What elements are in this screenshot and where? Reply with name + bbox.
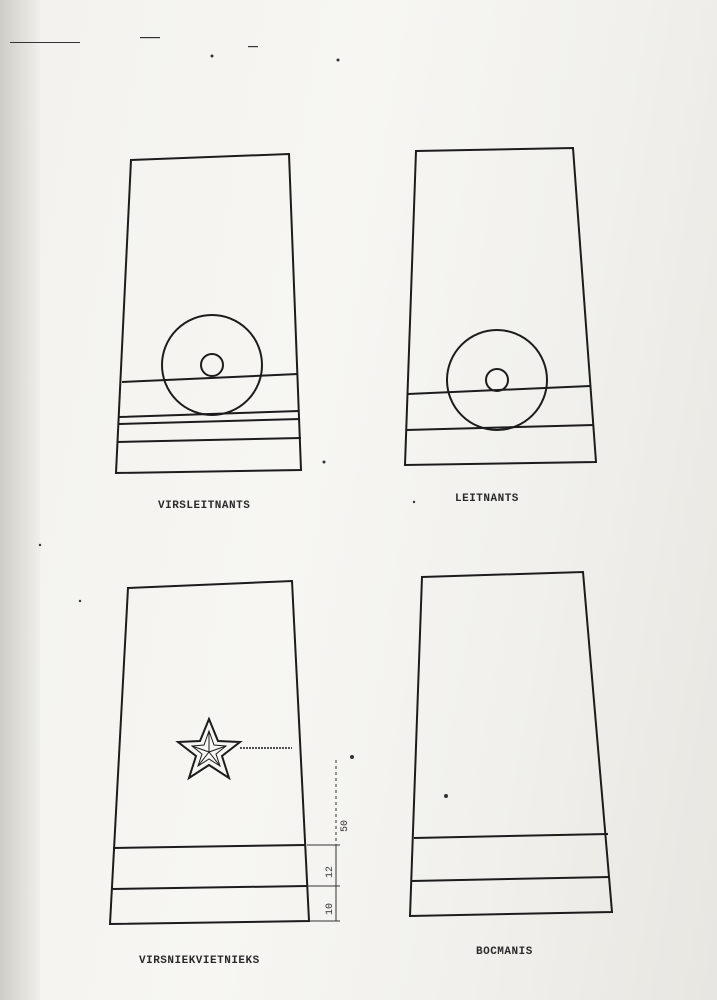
- caption-bocmanis: BOCMANIS: [476, 946, 533, 958]
- dimension-12: 12: [325, 865, 336, 878]
- star-icon: [175, 716, 243, 781]
- dimension-50: 50: [340, 819, 351, 832]
- paper-specks: [10, 37, 448, 798]
- shoulder-board-virsleitnants: [114, 152, 303, 475]
- insignia-circle: [161, 314, 263, 416]
- shoulder-board-virsniekvietnieks: [108, 579, 311, 926]
- insignia-dot: [485, 368, 509, 392]
- caption-leitnants: LEITNANTS: [455, 493, 519, 505]
- insignia-dot: [200, 353, 224, 377]
- dimension-marks: [307, 760, 340, 922]
- caption-virsleitnants: VIRSLEITNANTS: [158, 500, 251, 512]
- dimension-10: 10: [325, 902, 336, 915]
- shoulder-board-leitnants: [403, 146, 598, 467]
- caption-virsniekvietnieks: VIRSNIEKVIETNIEKS: [139, 955, 260, 967]
- shoulder-board-bocmanis: [408, 570, 614, 918]
- insignia-circle: [446, 329, 548, 431]
